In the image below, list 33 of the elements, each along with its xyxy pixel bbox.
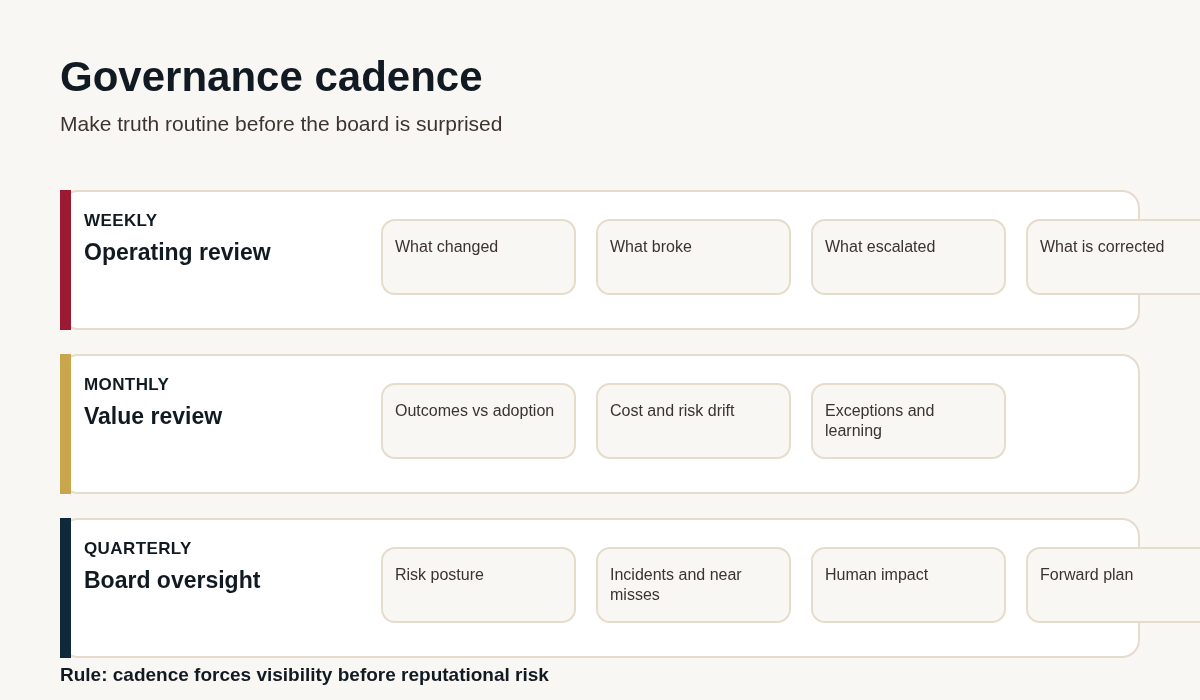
agenda-card	[811, 219, 1006, 295]
cadence-heading: Value review	[84, 402, 223, 430]
agenda-card	[811, 383, 1006, 459]
agenda-item: Cost and risk drift	[610, 401, 736, 421]
agenda-item: What changed	[395, 237, 500, 257]
agenda-item: What is corrected	[1040, 237, 1166, 257]
agenda-card	[596, 219, 791, 295]
cadence-heading: Board oversight	[84, 566, 261, 594]
agenda-card	[1026, 547, 1200, 623]
subtitle: Make truth routine before the board is surprised	[60, 111, 503, 137]
agenda-item: Forward plan	[1040, 565, 1135, 585]
agenda-item: What escalated	[825, 237, 937, 257]
agenda-item: Exceptions and learning	[825, 401, 936, 441]
cadence-band	[60, 518, 1140, 658]
agenda-card	[596, 547, 791, 623]
agenda-card	[1026, 219, 1200, 295]
cadence-heading: Operating review	[84, 238, 271, 266]
agenda-item: Outcomes vs adoption	[395, 401, 556, 421]
agenda-item: What broke	[610, 237, 693, 257]
cadence-frequency: QUARTERLY	[84, 539, 192, 559]
agenda-item: Risk posture	[395, 565, 485, 585]
cadence-frequency: MONTHLY	[84, 375, 170, 395]
cadence-frequency: WEEKLY	[84, 211, 158, 231]
diagram-title: Governance cadence	[60, 52, 483, 102]
agenda-card	[381, 219, 576, 295]
agenda-card	[811, 547, 1006, 623]
rule-note: Rule: cadence forces visibility before reputational risk	[60, 664, 549, 686]
agenda-card	[596, 383, 791, 459]
agenda-item: Human impact	[825, 565, 930, 585]
agenda-item: Incidents and near misses	[610, 565, 743, 605]
cadence-band	[60, 354, 1140, 494]
agenda-card	[381, 547, 576, 623]
agenda-card	[381, 383, 576, 459]
